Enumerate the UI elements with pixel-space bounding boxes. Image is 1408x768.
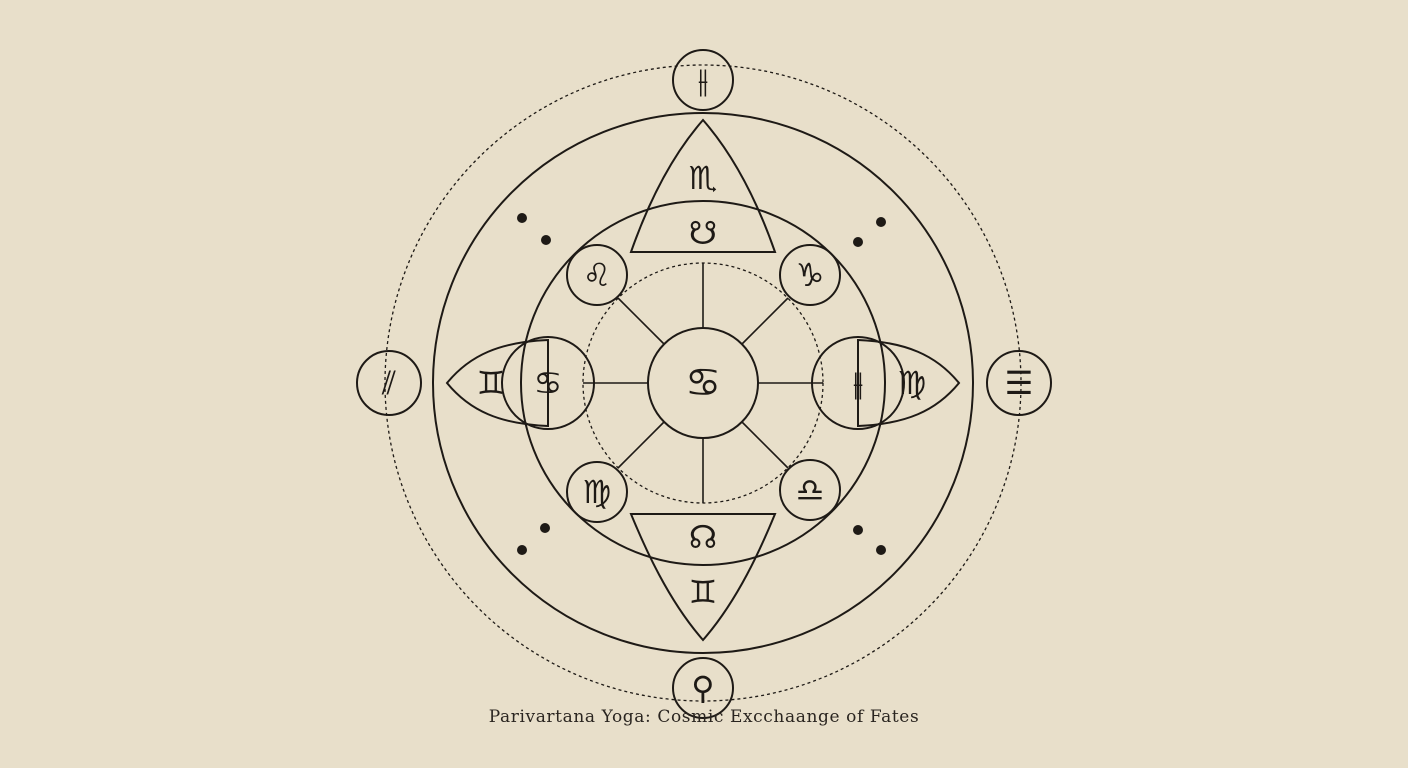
left-inner-glyph: ♋ — [534, 364, 563, 402]
upper-left-glyph: ♌ — [583, 256, 612, 294]
upper-right-glyph: ♑ — [796, 256, 825, 294]
right-petal-glyph: ♍ — [898, 364, 927, 402]
left-inner-circle — [501, 336, 595, 430]
bottom-inner-glyph: ☊ — [689, 518, 717, 556]
left-outer-circle — [356, 350, 422, 416]
main-ring — [432, 112, 974, 654]
right-inner-glyph: ⫲ — [853, 364, 863, 402]
top-outer-circle — [672, 49, 734, 111]
right-outer-glyph: ☰ — [1005, 364, 1034, 402]
left-petal — [445, 338, 549, 428]
top-petal — [629, 118, 777, 253]
right-outer-circle — [986, 350, 1052, 416]
outer-dashed-ring — [384, 64, 1022, 702]
top-petal-glyph: ♏ — [689, 159, 718, 197]
decorative-dots — [517, 213, 886, 555]
diagram-caption: Parivartana Yoga: Cosmic Excchaange of F… — [488, 707, 920, 727]
upper-right-circle — [779, 244, 841, 306]
bottom-outer-circle — [672, 657, 734, 719]
lower-left-glyph: ♍ — [583, 473, 612, 511]
center-circle — [647, 327, 759, 439]
bottom-petal-glyph: ♊ — [689, 573, 718, 611]
upper-left-circle — [566, 244, 628, 306]
lower-right-circle — [779, 459, 841, 521]
inner-ring — [520, 200, 886, 566]
right-petal — [857, 338, 961, 428]
center-glyph: ♋ — [685, 360, 721, 406]
right-inner-circle — [811, 336, 905, 430]
bottom-outer-glyph: ⚲ — [691, 669, 714, 707]
lower-right-glyph: ♎ — [796, 471, 825, 509]
top-inner-glyph: ☋ — [689, 214, 717, 252]
top-outer-glyph: ⫲ — [698, 61, 708, 99]
bottom-petal — [629, 513, 777, 642]
left-outer-glyph: ⫽ — [381, 364, 396, 402]
left-petal-glyph: ♊ — [477, 364, 506, 402]
lower-left-circle — [566, 461, 628, 523]
